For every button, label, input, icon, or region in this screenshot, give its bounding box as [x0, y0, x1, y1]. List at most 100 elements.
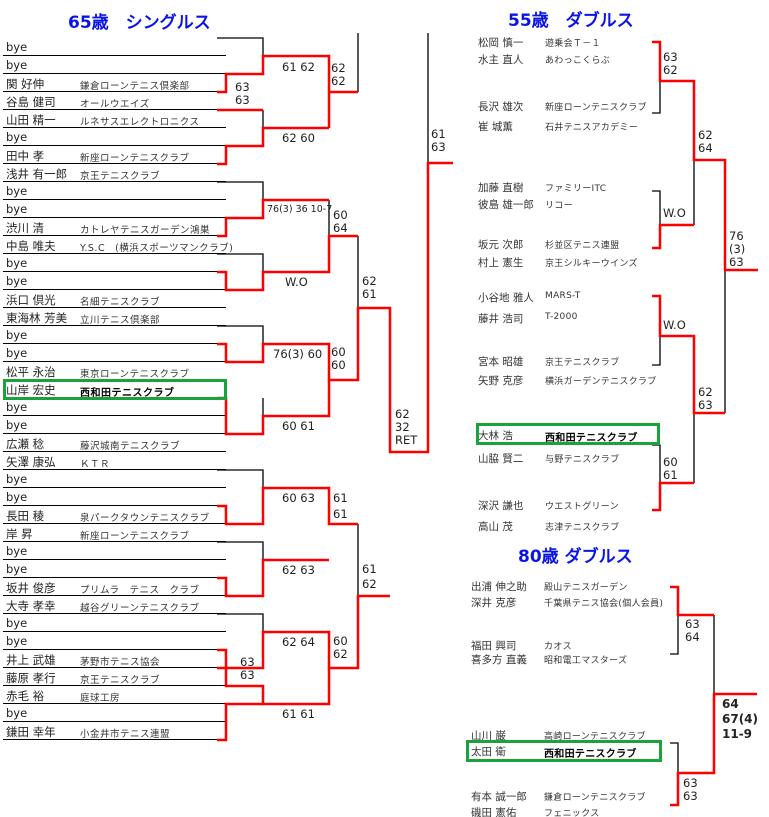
player-row: bye	[3, 38, 226, 56]
player-club: 茅野市テニス協会	[80, 657, 161, 668]
player-name: 井上 武雄	[6, 653, 56, 667]
player-name: 出浦 伸之助	[471, 581, 527, 593]
player-row: bye	[3, 614, 226, 632]
player-name: 太田 衛	[471, 746, 506, 758]
highlight-box	[476, 423, 660, 445]
player-club: リコー	[545, 201, 573, 211]
match-score: 63 62	[663, 50, 678, 77]
player-name: bye	[6, 130, 28, 144]
player-name: 中島 唯夫	[6, 239, 56, 253]
player-club: 西和田テニスクラブ	[545, 433, 638, 444]
player-name: 松岡 慎一	[478, 37, 524, 49]
player-name: bye	[6, 274, 28, 288]
match-score: W.O	[285, 275, 308, 289]
player-name: bye	[6, 400, 28, 414]
player-name: bye	[6, 706, 28, 720]
match-score: 62 64	[282, 635, 315, 649]
player-name: 広瀬 稔	[6, 437, 45, 451]
player-club: Y.S.C (横浜スポーツマンクラブ)	[80, 243, 234, 254]
player-row: 広瀬 稔藤沢城南テニスクラブ	[3, 434, 226, 452]
player-name: 鎌田 幸年	[6, 725, 56, 739]
match-score: 62 64	[698, 128, 713, 155]
player-name: 浅井 有一郎	[6, 167, 68, 181]
player-club: 立川テニス倶楽部	[80, 315, 161, 326]
highlight-box	[466, 740, 662, 762]
player-club: 石井テニスアカデミー	[545, 123, 639, 133]
player-row: bye	[3, 272, 226, 290]
player-name: 藤井 浩司	[478, 313, 524, 325]
player-row: 浅井 有一郎 京王テニスクラブ	[3, 164, 226, 182]
player-club: 京王テニスクラブ	[545, 358, 620, 368]
player-row: bye	[3, 398, 226, 416]
match-score: 62 60	[282, 131, 315, 145]
match-score: 63 64	[685, 617, 700, 644]
player-row: 中島 唯夫 Y.S.C (横浜スポーツマンクラブ)	[3, 236, 233, 254]
player-name: 磯田 憲佑	[471, 807, 517, 817]
match-score: 62 63	[698, 385, 713, 412]
player-name: 長沢 雄次	[478, 101, 524, 113]
player-club: 西和田テニスクラブ	[544, 749, 637, 760]
player-club: ファミリーITC	[545, 184, 607, 194]
player-club: 小金井市テニス連盟	[80, 729, 171, 740]
match-score: 63 63	[235, 80, 250, 107]
match-score: 62 62	[331, 61, 346, 88]
match-score: 76 (3) 63	[729, 229, 746, 269]
player-club: 殿山テニスガーデン	[544, 583, 628, 593]
doubles-80-title: 80歳 ダブルス	[518, 547, 633, 567]
player-club: 千葉県テニス協会(個人会員)	[544, 599, 664, 609]
player-name: bye	[6, 40, 28, 54]
player-row: 藤原 孝行 京王テニスクラブ	[3, 668, 226, 686]
player-club: 京王テニスクラブ	[80, 171, 161, 182]
player-row: bye	[3, 560, 226, 578]
match-score: 62 32 RET	[395, 407, 418, 447]
doubles-55-title: 55歳 ダブルス	[508, 11, 634, 31]
player-name: 高山 茂	[478, 521, 513, 533]
player-club: あわっこくらぶ	[545, 56, 611, 66]
singles-65-title: 65歳 シングルス	[68, 13, 211, 33]
player-club: 鎌倉ローンテニス倶楽部	[80, 81, 190, 92]
player-name: bye	[6, 544, 28, 558]
player-club: MARS-T	[545, 291, 581, 301]
player-row: bye	[3, 344, 226, 362]
player-name: bye	[6, 418, 28, 432]
player-name: 赤毛 裕	[6, 689, 45, 703]
player-club: カトレヤテニスガーデン鴻巣	[80, 225, 211, 236]
player-name: 渋川 清	[6, 221, 45, 235]
match-score: 63 63	[240, 655, 255, 682]
player-row: 坂井 俊彦プリムラ テニス クラブ	[3, 578, 226, 596]
match-score: 60 63	[282, 491, 315, 505]
player-name: 長田 稜	[6, 509, 45, 523]
player-name: 有本 誠一郎	[471, 791, 527, 803]
player-name: 山岸 宏史	[6, 383, 56, 397]
player-name: 加藤 直樹	[478, 182, 524, 194]
player-name: 福田 興司	[471, 640, 517, 652]
player-name: bye	[6, 328, 28, 342]
match-score: 60 64	[333, 208, 348, 235]
player-row: bye	[3, 542, 226, 560]
player-name: 深沢 謙也	[478, 500, 524, 512]
final-score: 64 67(4) 11-9	[722, 697, 759, 741]
player-row: 長田 稜泉パークタウンテニスクラブ	[3, 506, 226, 524]
player-row: 田中 孝新座ローンテニスクラブ	[3, 146, 226, 164]
player-club: 京王テニスクラブ	[80, 675, 161, 686]
player-row: 山田 精一ルネサスエレクトロニクス	[3, 110, 226, 128]
player-name: 村上 憲生	[478, 257, 524, 269]
player-club: 高崎ローンテニスクラブ	[544, 732, 646, 742]
player-club: オールウエイズ	[80, 99, 150, 110]
player-row: 渋川 清 カトレヤテニスガーデン鴻巣	[3, 218, 226, 236]
player-club: 西和田テニスクラブ	[80, 388, 175, 399]
player-row: bye	[3, 470, 226, 488]
player-club: 新座ローンテニスクラブ	[545, 103, 647, 113]
player-name: 大寺 孝幸	[6, 599, 56, 613]
player-club: ＫＴＲ	[80, 459, 111, 470]
player-name: bye	[6, 472, 28, 486]
player-name: bye	[6, 184, 28, 198]
player-row: bye	[3, 488, 226, 506]
player-name: 藤原 孝行	[6, 671, 56, 685]
player-row: 大寺 孝幸越谷グリーンテニスクラブ	[3, 596, 226, 614]
match-score: 61 61	[282, 707, 315, 721]
player-name: 崔 城薫	[478, 121, 513, 133]
player-name: bye	[6, 256, 28, 270]
